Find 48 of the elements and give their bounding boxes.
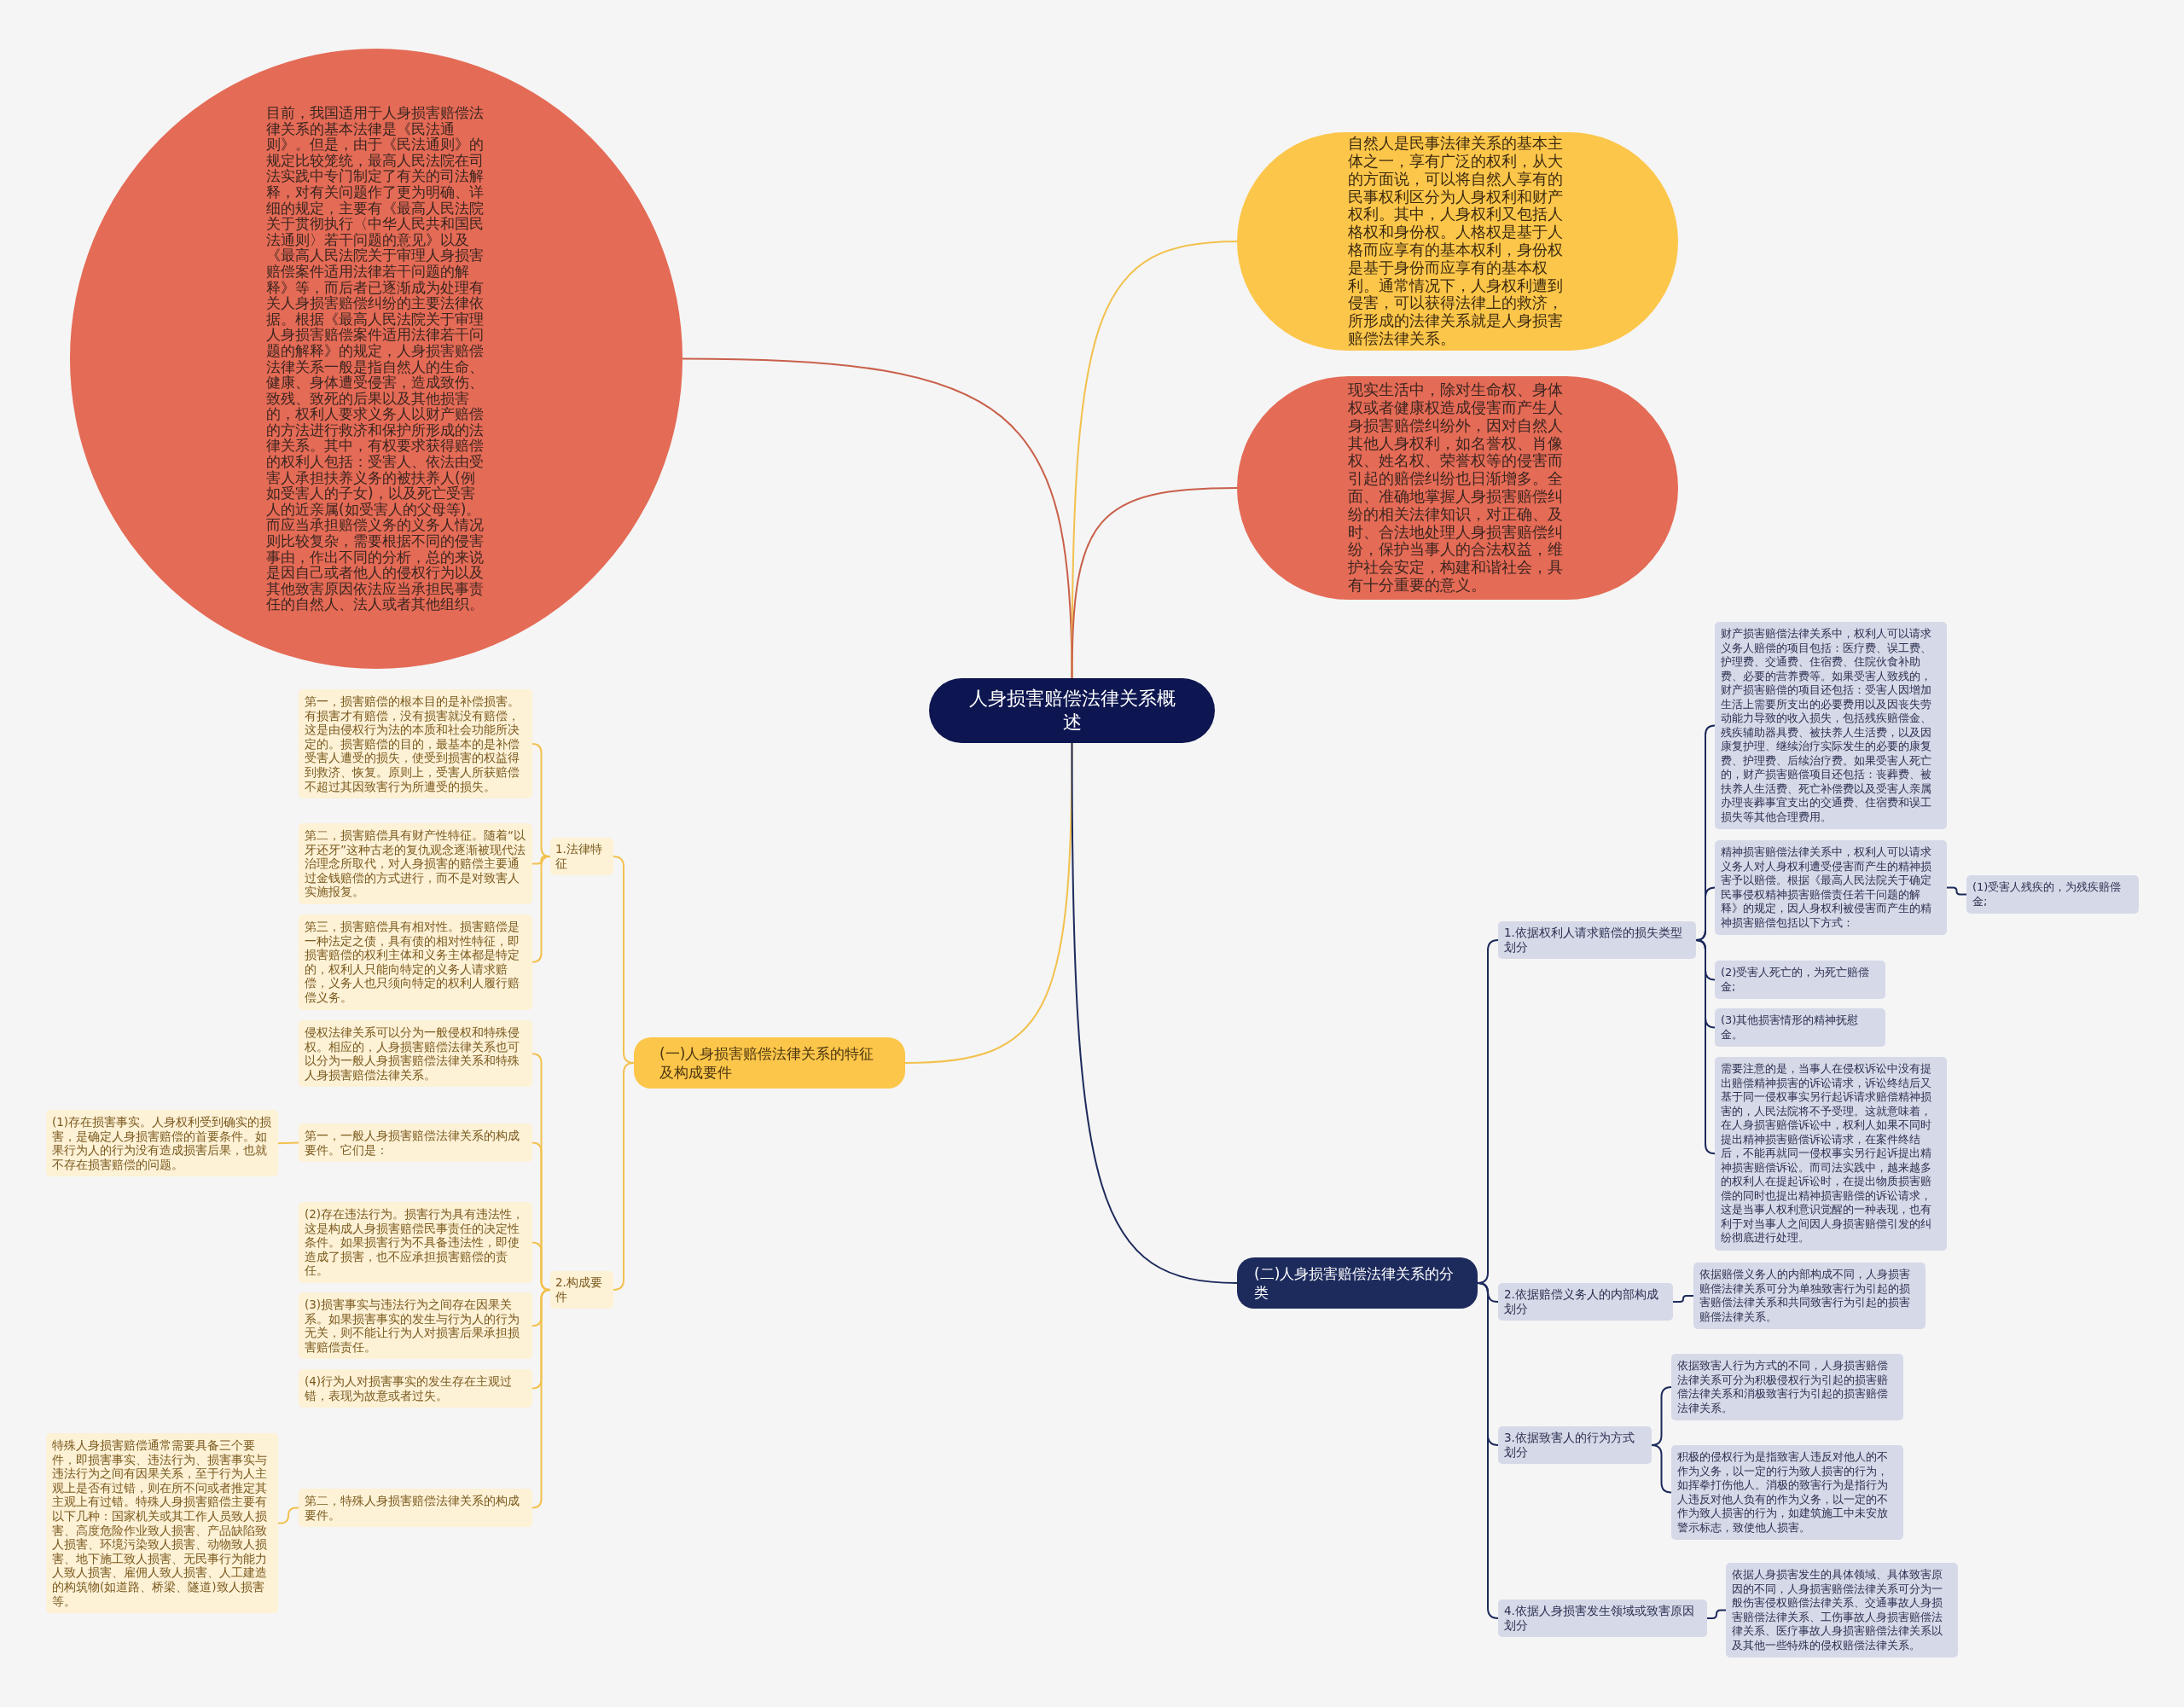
connector-line: [1071, 487, 1238, 679]
connector-line: [1946, 886, 1967, 896]
text-box: 第三，损害赔偿具有相对性。损害赔偿是一种法定之债，具有债的相对性特征，即损害赔偿的权利主体和义务主体都是特定的，权利人只能向特定的义务人请求赔偿，义务人也只须向特定的权利人履行赔偿义务。: [299, 914, 532, 1010]
connector-line: [277, 1507, 299, 1524]
connector-line: [1651, 1444, 1672, 1494]
text-box: (3)损害事实与违法行为之间存在因果关系。如果损害事实的发生与行为人的行为无关，则不能让行为人对损害后果承担损害赔偿责任。: [299, 1292, 532, 1360]
text-box: (3)其他损害情形的精神抚慰金。: [1715, 1008, 1885, 1047]
connector-line: [1071, 241, 1238, 679]
text-box: 依据致害人行为方式的不同，人身损害赔偿法律关系可分为积极侵权行为引起的损害赔偿法律关系和消极致害行为引起的损害赔偿法律关系。: [1671, 1354, 1903, 1420]
text-box: 第二，特殊人身损害赔偿法律关系的构成要件。: [299, 1489, 532, 1528]
text-ellipse: 目前，我国适用于人身损害赔偿法律关系的基本法律是《民法通则》。但是，由于《民法通则》的规定比较笼统，最高人民法院在司法实践中专门制定了有关的司法解释，对有关问题作了更为明确、详细的规定，主要有《最高人民法院关于贯彻执行〈中华人民共和国民法通则〉若干问题的意见》以及《最高人民法院关于审理人身损害赔偿案件适用法律若干问题的解释》等，而后者已逐渐成为处理有关人身损害赔偿纠纷的主要法律依据。根据《最高人民法院关于审理人身损害赔偿案件适用法律若干问题的解释》的规定，人身损害赔偿法律关系一般是指自然人的生命、健康、身体遭受侵害，造成致伤、致残、致死的后果以及其他损害的，权利人要求义务人以财产赔偿的方法进行救济和保护所形成的法律关系。其中，有权要求获得赔偿的权利人包括：受害人、依法由受害人承担扶养义务的被扶养人(例如受害人的子女)，以及死亡受害人的近亲属(如受害人的父母等)。而应当承担赔偿义务的义务人情况则比较复杂，需要根据不同的侵害事由，作出不同的分析，总的来说是因自己或者他人的侵权行为以及其他致害原因依法应当承担民事责任的自然人、法人或者其他组织。: [70, 49, 682, 669]
text-box: 需要注意的是，当事人在侵权诉讼中没有提出赔偿精神损害的诉讼请求，诉讼终结后又基于同一侵权事实另行起诉请求赔偿精神损害的，人民法院将不予受理。这就意味着，在人身损害赔偿诉讼中，权利人如果不同时提出精神损害赔偿诉讼请求，在案件终结后，不能再就同一侵权事实另行起诉提出精神损害赔偿诉讼。而司法实践中，越来越多的权利人在提起诉讼时，在提出物质损害赔偿的同时也提出精神损害赔偿的诉讼请求，这是当事人权利意识觉醒的一种表现，也有利于对当事人之间因人身损害赔偿引发的纠纷彻底进行处理。: [1715, 1057, 1947, 1251]
text-box: 特殊人身损害赔偿通常需要具备三个要件，即损害事实、违法行为、损害事实与违法行为之间有因果关系，至于行为人主观上是否有过错，则在所不问或者推定其主观上有过错。特殊人身损害赔偿主要有以下几种：国家机关或其工作人员致人损害、高度危险作业致人损害、产品缺陷致人损害、环境污染致人损害、动物致人损害、地下施工致人损害、无民事行为能力人致人损害、雇佣人致人损害、人工建造的构筑物(如道路、桥梁、隧道)致人损害等。: [46, 1433, 278, 1614]
branch-box: (二)人身损害赔偿法律关系的分类: [1237, 1257, 1478, 1309]
branch-label: 3.依据致害人的行为方式划分: [1498, 1426, 1652, 1464]
branch-label: 1.法律特征: [550, 838, 613, 875]
connector-line: [1706, 1609, 1727, 1619]
connector-line: [531, 856, 551, 963]
text-box: 依据赔偿义务人的内部构成不同，人身损害赔偿法律关系可分为单独致害行为引起的损害赔偿法律关系和共同致害行为引起的损害赔偿法律关系。: [1693, 1263, 1926, 1329]
connector-line: [613, 1062, 635, 1291]
text-box: 第一，损害赔偿的根本目的是补偿损害。有损害才有赔偿，没有损害就没有赔偿，这是由侵权行为法的本质和社会功能所决定的。损害赔偿的目的，最基本的是补偿受害人遭受的损失，使受到损害的权益得到救济、恢复。原则上，受害人所获赔偿不超过其因致害行为所遭受的损失。: [299, 689, 532, 799]
text-box: (1)受害人残疾的，为残疾赔偿金;: [1966, 875, 2139, 914]
connector-line: [904, 742, 1073, 1064]
text-box: 积极的侵权行为是指致害人违反对他人的不作为义务，以一定的行为致人损害的行为，如挥拳打伤他人。消极的致害行为是指行为人违反对他人负有的作为义务，以一定的不作为致人损害的行为，如建筑施工中未安放警示标志，致使他人损害。: [1671, 1445, 1903, 1540]
branch-box: (一)人身损害赔偿法律关系的特征及构成要件: [634, 1037, 905, 1089]
text-box: 第二，损害赔偿具有财产性特征。随着“以牙还牙”这种古老的复仇观念逐渐被现代法治理念所取代，对人身损害的赔偿主要通过金钱赔偿的方式进行，而不是对致害人实施报复。: [299, 823, 532, 904]
branch-label: 4.依据人身损害发生领域或致害原因划分: [1498, 1600, 1707, 1637]
text-box: 财产损害赔偿法律关系中，权利人可以请求义务人赔偿的项目包括：医疗费、误工费、护理费、交通费、住宿费、住院伙食补助费、必要的营养费等。如果受害人致残的，财产损害赔偿的项目还包括：受害人因增加生活上需要所支出的必要费用以及因丧失劳动能力导致的收入损失，包括残疾赔偿金、残疾辅助器具费、被扶养人生活费，以及因康复护理、继续治疗实际发生的必要的康复费、护理费、后续治疗费。如果受害人死亡的，财产损害赔偿项目还包括：丧葬费、被扶养人生活费、死亡补偿费以及受害人亲属办理丧葬事宜支出的交通费、住宿费和误工损失等其他合理费用。: [1715, 622, 1947, 829]
text-box: (2)存在违法行为。损害行为具有违法性，这是构成人身损害赔偿民事责任的决定性条件。如果损害行为不具备违法性，即使造成了损害，也不应承担损害赔偿的责任。: [299, 1202, 532, 1283]
branch-label: 2.依据赔偿义务人的内部构成划分: [1498, 1283, 1673, 1321]
connector-line: [1695, 939, 1716, 1155]
text-box: 依据人身损害发生的具体领域、具体致害原因的不同，人身损害赔偿法律关系可分为一般伤害侵权赔偿法律关系、交通事故人身损害赔偿法律关系、工伤事故人身损害赔偿法律关系、医疗事故人身损害赔偿法律关系以及其他一些特殊的侵权赔偿法律关系。: [1726, 1563, 1958, 1658]
connector-line: [1477, 1282, 1499, 1619]
text-box: (4)行为人对损害事实的发生存在主观过错，表现为故意或者过失。: [299, 1369, 532, 1408]
connector-line: [531, 1289, 551, 1509]
text-pill: 现实生活中，除对生命权、身体权或者健康权造成侵害而产生人身损害赔偿纠纷外，因对自然人其他人身权利，如名誉权、肖像权、姓名权、荣誉权等的侵害而引起的赔偿纠纷也日渐增多。全面、准确地掌握人身损害赔偿纠纷的相关法律知识，对正确、及时、合法地处理人身损害赔偿纠纷，保护当事人的合法权益，维护社会安定，构建和谐社会，具有十分重要的意义。: [1237, 376, 1678, 600]
text-pill: 自然人是民事法律关系的基本主体之一，享有广泛的权利，从大的方面说，可以将自然人享有的民事权利区分为人身权利和财产权利。其中，人身权利又包括人格权和身份权。人格权是基于人格而应享有的基本权利，身份权是基于身份而应享有的基本权利。通常情况下，人身权利遭到侵害，可以获得法律上的救济，所形成的法律关系就是人身损害赔偿法律关系。: [1237, 132, 1678, 351]
text-box: (1)存在损害事实。人身权利受到确实的损害，是确定人身损害赔偿的首要条件。如果行为人的行为没有造成损害后果，也就不存在损害赔偿的问题。: [46, 1110, 278, 1177]
connector-line: [1672, 1295, 1694, 1303]
text-box: 精神损害赔偿法律关系中，权利人可以请求义务人对人身权利遭受侵害而产生的精神损害予以赔偿。根据《最高人民法院关于确定民事侵权精神损害赔偿责任若干问题的解释》的规定，因人身权利被侵害而产生的精神损害赔偿包括以下方式：: [1715, 840, 1947, 935]
topic-box: 人身损害赔偿法律关系概述: [929, 678, 1215, 743]
text-box: 第一，一般人身损害赔偿法律关系的构成要件。它们是：: [299, 1123, 532, 1163]
connector-line: [1071, 742, 1238, 1284]
text-box: 侵权法律关系可以分为一般侵权和特殊侵权。相应的，人身损害赔偿法律关系也可以分为一般人身损害赔偿法律关系和特殊人身损害赔偿法律关系。: [299, 1020, 532, 1088]
text-box: (2)受害人死亡的，为死亡赔偿金;: [1715, 961, 1885, 999]
connector-line: [277, 1141, 299, 1145]
branch-label: 1.依据权利人请求赔偿的损失类型划分: [1498, 921, 1696, 959]
branch-label: 2.构成要件: [550, 1271, 613, 1309]
